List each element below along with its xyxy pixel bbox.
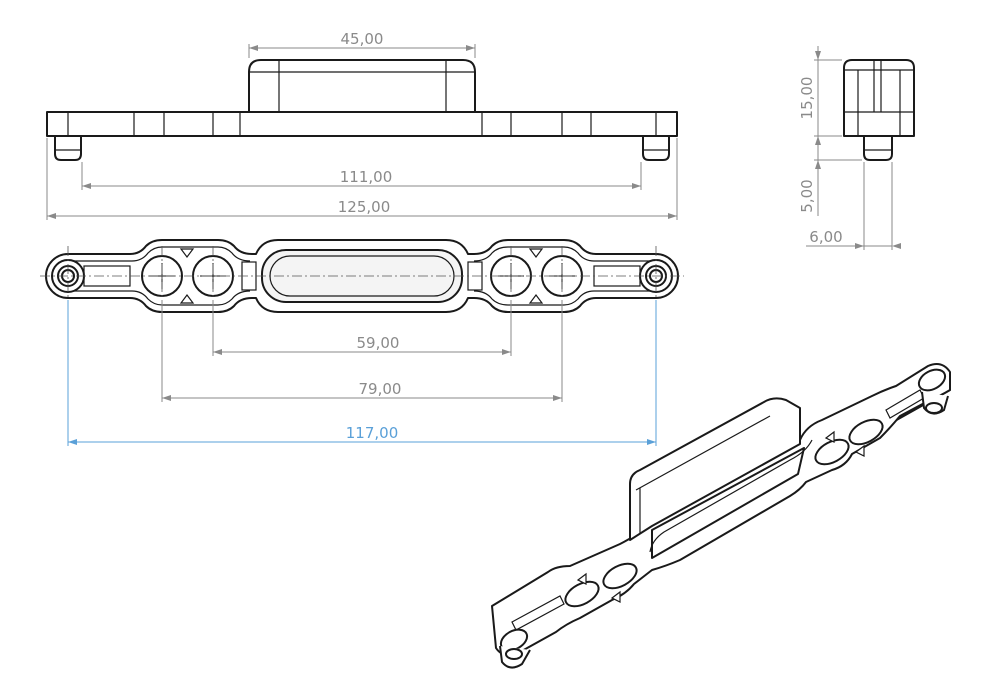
dimension-outer-hole-spacing: 79,00 — [161, 300, 563, 402]
dim-label-outer-hole-spacing: 79,00 — [359, 380, 402, 398]
dimension-top-width: 45,00 — [248, 30, 476, 58]
front-view — [46, 59, 678, 161]
dimension-pin-spacing: 111,00 — [81, 162, 642, 190]
dim-label-pin-height: 5,00 — [798, 179, 816, 212]
dim-label-pin-diameter: 6,00 — [809, 228, 842, 246]
dimension-pin-height: 5,00 — [798, 136, 862, 216]
isometric-view — [491, 363, 951, 669]
dimension-pin-diameter: 6,00 — [806, 162, 901, 250]
dim-label-height: 15,00 — [798, 77, 816, 120]
side-view — [843, 59, 915, 161]
top-view — [40, 239, 684, 313]
dim-label-end-hole-spacing: 117,00 — [346, 424, 399, 442]
dimension-end-hole-spacing: 117,00 — [67, 300, 657, 446]
dim-label-inner-hole-spacing: 59,00 — [357, 334, 400, 352]
dim-label-top-width: 45,00 — [341, 30, 384, 48]
dim-label-pin-spacing: 111,00 — [340, 168, 393, 186]
dim-label-overall-length: 125,00 — [338, 198, 391, 216]
dimension-inner-hole-spacing: 59,00 — [212, 300, 512, 356]
dimension-height: 15,00 — [798, 46, 842, 145]
dimension-overall-length: 125,00 — [46, 138, 678, 220]
